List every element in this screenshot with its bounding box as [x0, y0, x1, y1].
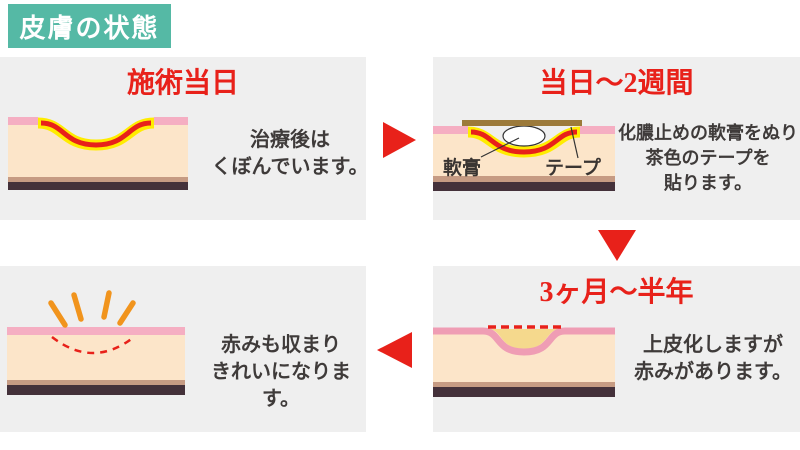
- skin-cross-section-depressed-icon: [8, 117, 188, 190]
- panel-day0: 施術当日 治療後は くぼんでいます。: [0, 57, 369, 220]
- panel-weeks2: 当日〜2週間 軟膏 テープ 化膿止めの軟膏をぬり 茶色のテープを 貼ります。: [433, 57, 800, 220]
- ointment-pointer-line: [480, 137, 520, 158]
- caption-line: 化膿止めの軟膏をぬり: [618, 123, 798, 143]
- ointment-label: 軟膏: [443, 156, 481, 179]
- tape-pointer-line: [570, 126, 579, 159]
- tape-strip-icon: [462, 120, 582, 126]
- tape-label: テープ: [545, 156, 602, 179]
- arrow-right-icon: [383, 122, 416, 158]
- skin-cross-section-healed-icon: [7, 290, 185, 395]
- caption-line: 貼ります。: [663, 173, 753, 194]
- panel-weeks2-caption: 化膿止めの軟膏をぬり 茶色のテープを 貼ります。: [618, 121, 798, 197]
- skin-cross-section-epithelialized-icon: [433, 325, 615, 397]
- skin-cross-section-ointment-tape-icon: 軟膏 テープ: [433, 120, 615, 191]
- faded-scar-dashed-arc-icon: [51, 336, 135, 355]
- caption-line: 赤みがあります。: [634, 361, 792, 383]
- shine-rays-icon: [48, 290, 136, 328]
- panel-day0-title: 施術当日: [126, 68, 239, 99]
- caption-line: 治療後は: [250, 129, 330, 151]
- panel-day0-caption: 治療後は くぼんでいます。: [202, 127, 378, 181]
- page-title: 皮膚の状態: [19, 13, 160, 43]
- arrow-down-icon: [598, 230, 636, 261]
- caption-line: 上皮化しますが: [643, 334, 783, 356]
- panel-final: 赤みも収まり きれいになります。: [0, 266, 366, 432]
- caption-line: 茶色のテープを: [645, 148, 771, 169]
- panel-months3: 3ヶ月〜半年 上皮化しますが 赤みがあります。: [433, 266, 800, 432]
- arrow-left-icon: [377, 332, 412, 368]
- caption-line: 赤みも収まり: [221, 334, 341, 356]
- page-title-badge: 皮膚の状態: [8, 4, 171, 48]
- caption-line: くぼんでいます。: [211, 156, 369, 178]
- panel-weeks2-title: 当日〜2週間: [539, 68, 694, 99]
- caption-line: きれいになります。: [211, 361, 351, 410]
- panel-final-caption: 赤みも収まり きれいになります。: [193, 332, 369, 413]
- panel-months3-title: 3ヶ月〜半年: [539, 277, 694, 308]
- panel-months3-caption: 上皮化しますが 赤みがあります。: [630, 332, 796, 386]
